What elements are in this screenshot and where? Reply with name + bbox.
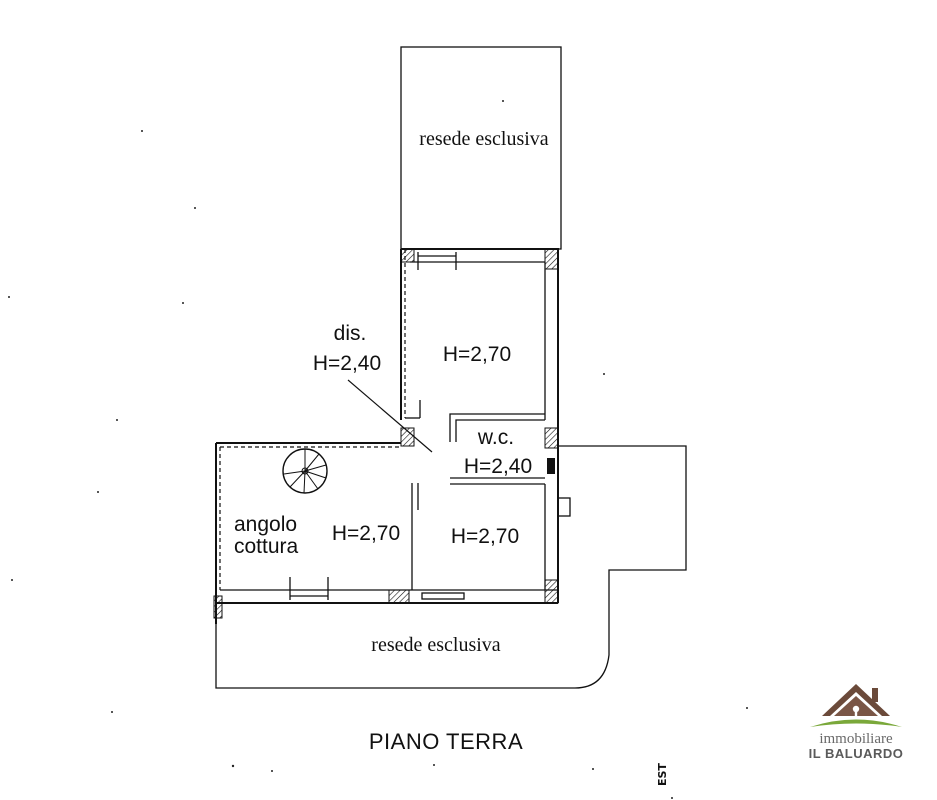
resede-bottom-area: [215, 445, 687, 689]
resede-bottom-label: resede esclusiva: [371, 634, 501, 656]
dis-height-label: H=2,40: [313, 352, 381, 375]
logo-line1: immobiliare: [819, 731, 893, 747]
building-walls: [215, 248, 559, 624]
dis-label: dis.: [334, 322, 367, 345]
scan-noise: [8, 100, 748, 799]
wc-label: w.c.: [477, 426, 514, 449]
agency-logo: immobiliare IL BALUARDO: [809, 684, 904, 761]
room-top-height-label: H=2,70: [443, 343, 511, 366]
spiral-staircase: [282, 448, 328, 494]
external-fixture: [557, 497, 571, 517]
hatched-pillars: [213, 248, 559, 619]
room-bottom-height-label: H=2,70: [451, 525, 519, 548]
kitchen-label-line1: angolo: [234, 513, 297, 536]
logo-line2: IL BALUARDO: [809, 746, 904, 761]
orientation-label: EST: [656, 763, 669, 786]
resede-top-label: resede esclusiva: [419, 128, 549, 150]
kitchen-label-line2: cottura: [234, 535, 299, 558]
house-roof-icon: [822, 684, 890, 716]
wc-height-label: H=2,40: [464, 455, 532, 478]
floor-title: PIANO TERRA: [369, 729, 523, 754]
kitchen-height-label: H=2,70: [332, 522, 400, 545]
green-swoosh-icon: [810, 719, 902, 727]
